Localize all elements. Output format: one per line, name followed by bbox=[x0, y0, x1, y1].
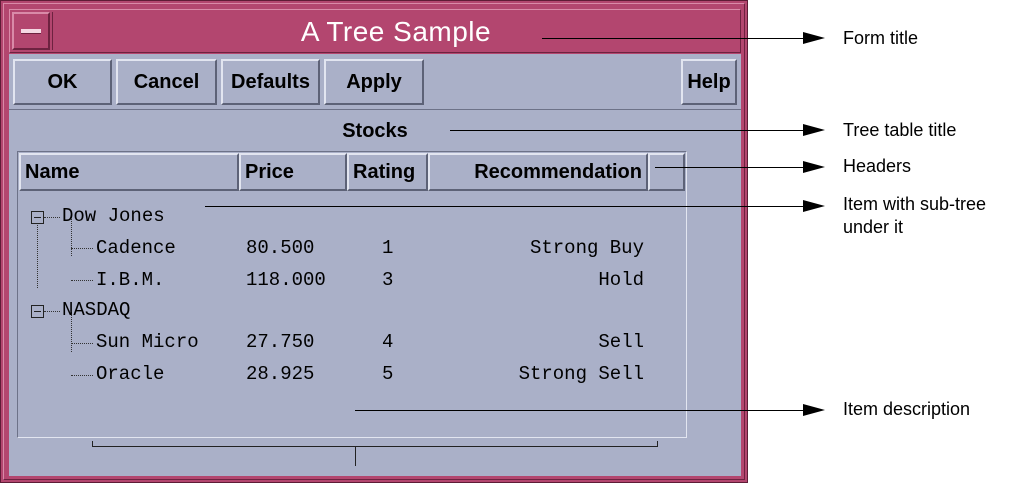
arrow-icon bbox=[803, 124, 825, 136]
minus-box-icon[interactable] bbox=[31, 305, 44, 318]
item-price: 118.000 bbox=[246, 269, 326, 291]
group-name: Dow Jones bbox=[62, 205, 165, 227]
window-menu-icon[interactable] bbox=[12, 12, 50, 50]
arrow-icon bbox=[803, 32, 825, 44]
ok-button[interactable]: OK bbox=[13, 59, 112, 105]
arrow-icon bbox=[803, 161, 825, 173]
item-rating: 4 bbox=[382, 331, 394, 353]
item-recommendation: Strong Sell bbox=[518, 363, 644, 385]
callout-line bbox=[542, 38, 804, 39]
item-name: Sun Micro bbox=[96, 331, 199, 353]
callout-line bbox=[655, 167, 804, 168]
window-title: A Tree Sample bbox=[300, 16, 492, 47]
header-filler bbox=[648, 153, 685, 191]
callout-item-subtree: Item with sub-tree under it bbox=[843, 194, 987, 237]
apply-button[interactable]: Apply bbox=[324, 59, 424, 105]
help-button[interactable]: Help bbox=[681, 59, 737, 105]
tree-table-title: Stocks bbox=[342, 120, 408, 142]
header-price[interactable]: Price bbox=[239, 153, 347, 191]
item-rating: 1 bbox=[382, 237, 394, 259]
item-name: Cadence bbox=[96, 237, 176, 259]
header-name[interactable]: Name bbox=[19, 153, 239, 191]
group-name: NASDAQ bbox=[62, 299, 131, 321]
item-name: Oracle bbox=[96, 363, 165, 385]
header-recommendation[interactable]: Recommendation bbox=[428, 153, 648, 191]
callout-line bbox=[450, 130, 804, 131]
item-description-bracket bbox=[92, 441, 658, 447]
callout-headers: Headers bbox=[843, 156, 912, 176]
callout-form-title: Form title bbox=[843, 28, 919, 48]
callout-tree-table-title: Tree table title bbox=[843, 120, 957, 140]
arrow-icon bbox=[803, 404, 825, 416]
defaults-button[interactable]: Defaults bbox=[221, 59, 320, 105]
item-name: I.B.M. bbox=[96, 269, 165, 291]
item-recommendation: Strong Buy bbox=[529, 237, 644, 259]
callout-line bbox=[355, 410, 804, 411]
callout-item-description: Item description bbox=[843, 399, 971, 419]
title-bar[interactable]: A Tree Sample bbox=[9, 9, 741, 53]
item-price: 80.500 bbox=[246, 237, 315, 259]
callout-line bbox=[205, 206, 804, 207]
arrow-icon bbox=[803, 200, 825, 212]
client-area: OK Cancel Defaults Apply Help Stocks Nam… bbox=[9, 54, 741, 476]
item-rating: 5 bbox=[382, 363, 394, 385]
item-recommendation: Sell bbox=[598, 331, 644, 353]
minus-box-icon[interactable] bbox=[31, 211, 44, 224]
tree-table: Name Price Rating Recommendation Dow bbox=[17, 151, 687, 438]
item-recommendation: Hold bbox=[598, 269, 644, 291]
cancel-button[interactable]: Cancel bbox=[116, 59, 217, 105]
item-rating: 3 bbox=[382, 269, 394, 291]
button-bar: OK Cancel Defaults Apply Help bbox=[9, 54, 741, 110]
app-window: A Tree Sample OK Cancel Defaults Apply H… bbox=[0, 0, 748, 483]
header-rating[interactable]: Rating bbox=[347, 153, 428, 191]
item-price: 28.925 bbox=[246, 363, 315, 385]
item-price: 27.750 bbox=[246, 331, 315, 353]
